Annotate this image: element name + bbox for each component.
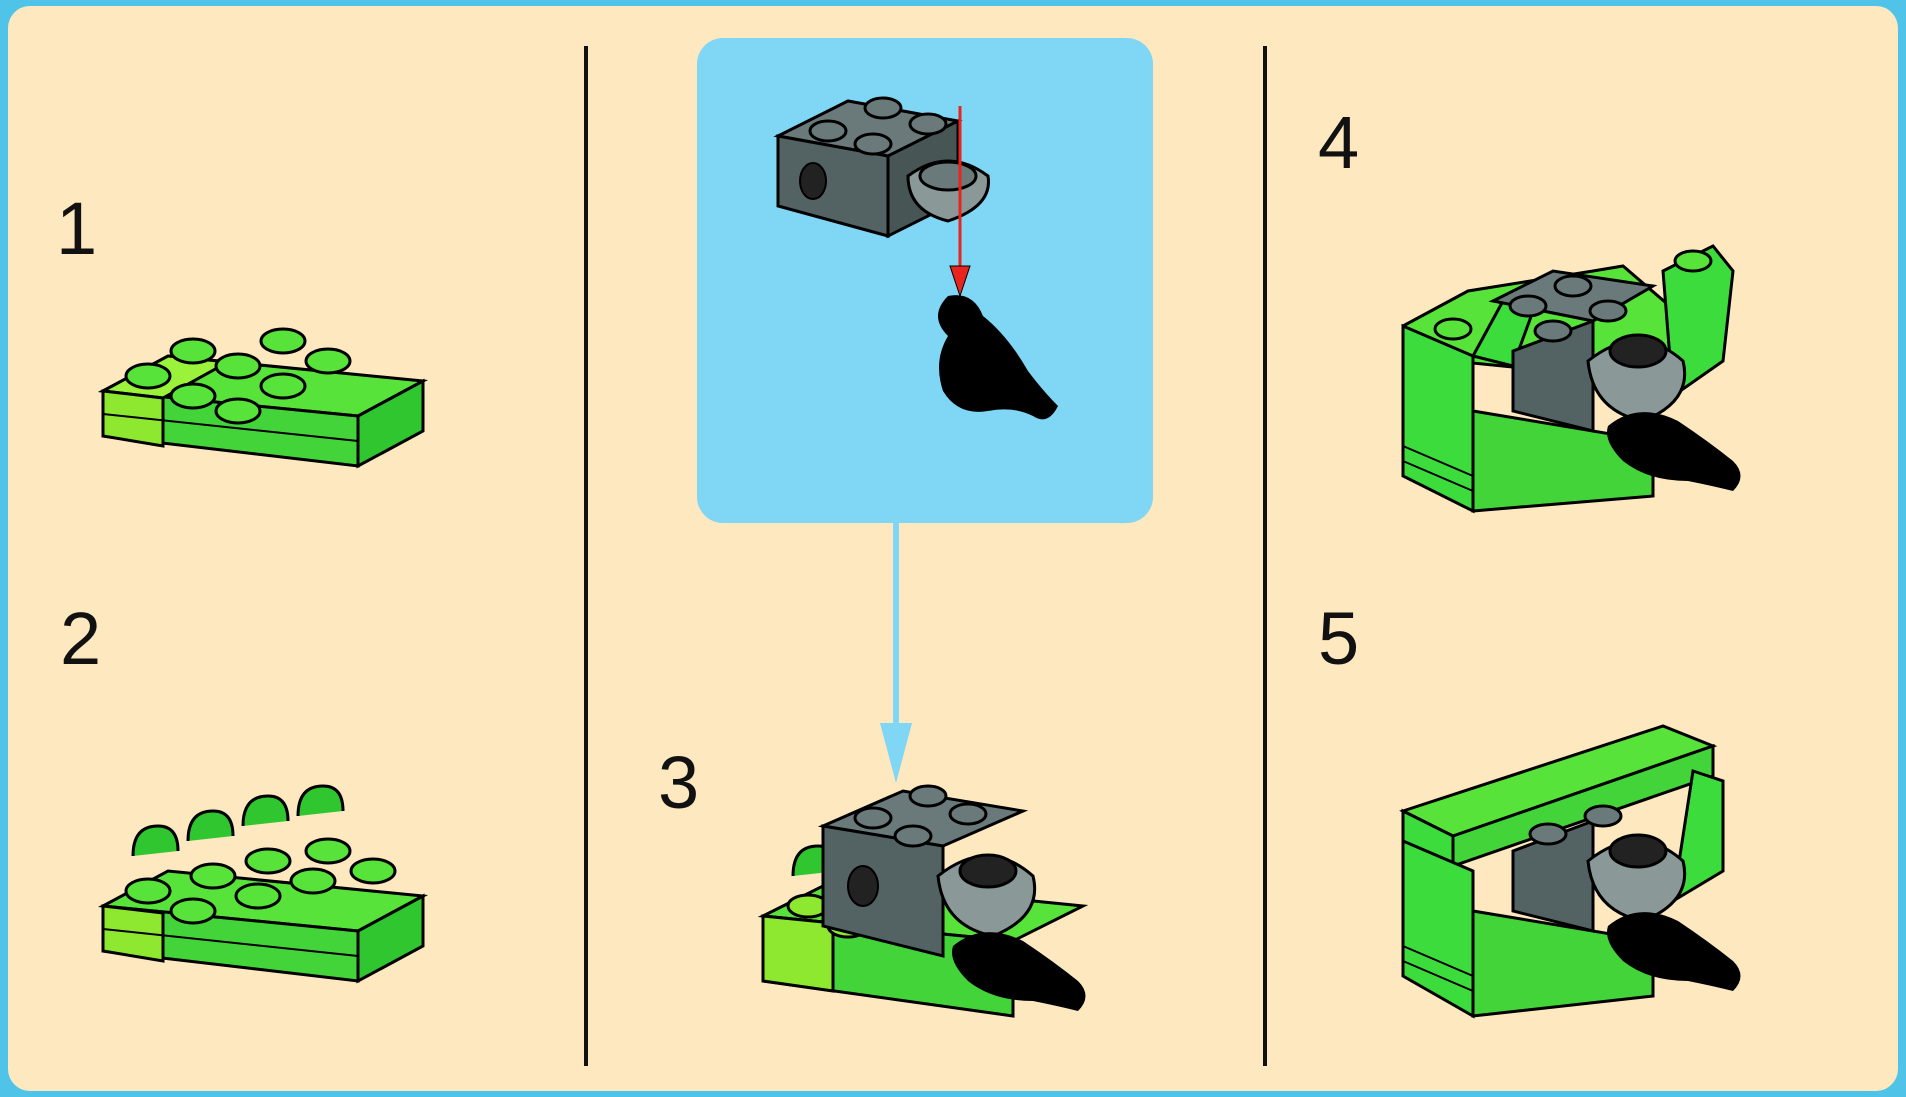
step-4-model xyxy=(1393,231,1753,531)
step-number-5: 5 xyxy=(1318,602,1359,676)
column-divider-right xyxy=(1263,46,1267,1066)
step-5-model xyxy=(1393,711,1753,1031)
step-number-1: 1 xyxy=(56,192,97,266)
step-number-4: 4 xyxy=(1318,106,1359,180)
step-number-3: 3 xyxy=(658,746,699,820)
step-number-2: 2 xyxy=(60,602,101,676)
step-1-model xyxy=(93,296,433,496)
callout-arrow xyxy=(876,523,916,788)
column-divider-left xyxy=(584,46,588,1066)
step-2-model xyxy=(93,776,433,1026)
step-3-model xyxy=(753,766,1123,1036)
callout-assembly xyxy=(768,86,1088,506)
instruction-panel: 1 2 3 4 5 xyxy=(8,6,1898,1091)
